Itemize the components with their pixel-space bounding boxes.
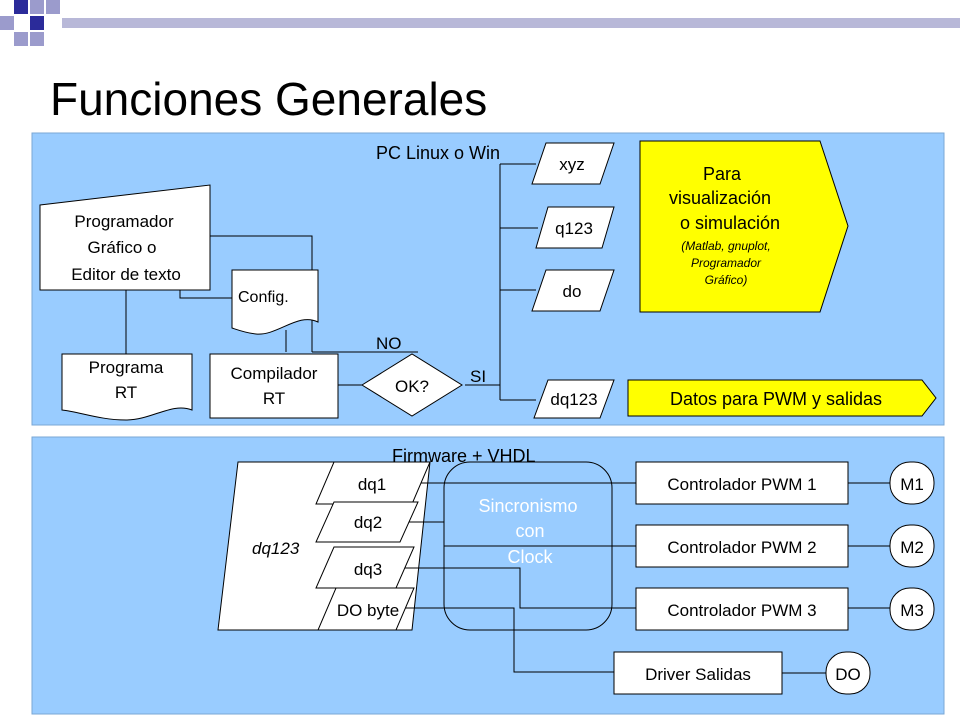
compilador-box [209, 353, 339, 419]
output-q123 [535, 206, 615, 249]
do-output [825, 651, 871, 695]
deco-square [46, 0, 60, 14]
config-label: Config. [238, 289, 289, 306]
visual-note-1: (Matlab, gnuplot, [681, 239, 770, 253]
controller-pwm-2 [635, 524, 849, 568]
controller-pwm-1-label: Controlador PWM 1 [667, 475, 816, 494]
deco-square [30, 16, 44, 30]
visual-line-2: visualización [669, 188, 771, 208]
output-do [531, 269, 615, 312]
signal-dq2 [315, 501, 419, 543]
sync-line-1: Sincronismo [478, 496, 577, 516]
visualization-shape [639, 140, 849, 313]
driver-salidas [613, 651, 783, 695]
sync-line-3: Clock [507, 547, 553, 567]
sync-line-2: con [515, 521, 544, 541]
si-label: SI [470, 367, 486, 386]
motor-m3-label: M3 [900, 601, 924, 620]
firmware-label: Firmware + VHDL [392, 446, 536, 466]
visual-line-3: o simulación [680, 213, 780, 233]
output-xyz-label: xyz [559, 155, 585, 174]
signal-dq3-label: dq3 [354, 560, 382, 579]
controller-pwm-1 [635, 461, 849, 505]
pc-label: PC Linux o Win [376, 143, 500, 163]
visual-note-3: Gráfico) [705, 273, 748, 287]
signal-do-byte-label: DO byte [337, 601, 399, 620]
visual-line-1: Para [703, 164, 742, 184]
signal-dq1-label: dq1 [358, 475, 386, 494]
datos-arrow [627, 379, 937, 417]
dq123-group-label: dq123 [252, 539, 300, 558]
deco-square [14, 32, 28, 46]
motor-m3 [889, 587, 935, 631]
motor-m2 [889, 524, 935, 568]
visual-note-2: Programador [691, 256, 762, 270]
output-dq123 [533, 379, 615, 419]
deco-bar [62, 18, 960, 28]
programador-line-2: Gráfico o [88, 238, 157, 257]
programa-document [61, 353, 193, 421]
compilador-line-1: Compilador [231, 364, 318, 383]
datos-label: Datos para PWM y salidas [670, 389, 882, 409]
do-output-label: DO [835, 665, 861, 684]
controller-pwm-2-label: Controlador PWM 2 [667, 538, 816, 557]
motor-m1-label: M1 [900, 475, 924, 494]
fw-connectors [394, 482, 890, 674]
programador-line-1: Programador [74, 212, 174, 231]
output-xyz [531, 142, 615, 185]
motor-m2-label: M2 [900, 538, 924, 557]
controller-pwm-3-label: Controlador PWM 3 [667, 601, 816, 620]
deco-square [14, 0, 28, 14]
deco-square [30, 32, 44, 46]
output-dq123-label: dq123 [550, 390, 597, 409]
programa-line-1: Programa [89, 358, 164, 377]
compilador-line-2: RT [263, 389, 285, 408]
config-document [231, 269, 319, 335]
signal-do-byte [317, 587, 415, 631]
programa-line-2: RT [115, 383, 137, 402]
deco-square [30, 0, 44, 14]
programador-box [39, 184, 211, 291]
signal-dq2-label: dq2 [354, 513, 382, 532]
output-do-label: do [563, 282, 582, 301]
output-q123-label: q123 [555, 219, 593, 238]
driver-salidas-label: Driver Salidas [645, 665, 751, 684]
no-label: NO [376, 334, 402, 353]
motor-m1 [889, 461, 935, 505]
controller-pwm-3 [635, 587, 849, 631]
deco-square [0, 16, 14, 30]
decision-diamond [361, 353, 463, 417]
page-title: Funciones Generales [50, 73, 488, 125]
decision-label: OK? [395, 377, 429, 396]
corner-decoration [0, 0, 960, 46]
programador-line-3: Editor de texto [71, 265, 181, 284]
